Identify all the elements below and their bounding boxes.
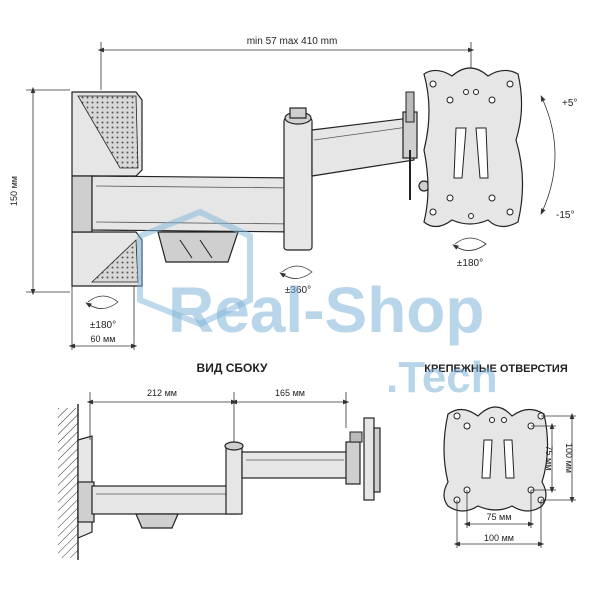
holes-hole (453, 412, 461, 420)
side-view: 212 мм 165 мм (58, 388, 381, 560)
vesa-hole (429, 208, 437, 216)
tilt-arrow (540, 95, 556, 215)
wall-spine (71, 175, 93, 233)
vesa-hole (488, 194, 496, 202)
vesa-hole (488, 96, 496, 104)
tilt-down-label: -15° (556, 210, 574, 221)
vesa100v-label: 100 мм (564, 443, 574, 473)
wall-swivel-label: ±180° (90, 320, 116, 331)
vesa-hole (506, 208, 514, 216)
vesa-slot (453, 127, 467, 179)
vesa-hole (429, 80, 437, 88)
arm-underside-ribs (179, 239, 213, 259)
vesa-hole (446, 194, 454, 202)
tilt-up-label: +5° (562, 98, 577, 109)
vesa75h-label: 75 мм (487, 512, 512, 522)
height-label: 150 мм (9, 176, 19, 206)
holes-hole (501, 417, 507, 423)
wall-plate-upper-texture (77, 95, 139, 169)
vesa-hole (468, 213, 474, 219)
holes-slot (503, 439, 515, 479)
depth-label: 60 мм (91, 334, 116, 344)
side-vesa-plate (363, 417, 375, 501)
holes-vesa-plate (443, 406, 549, 512)
vesa-hole (506, 80, 514, 88)
vesa-slot (475, 127, 489, 179)
watermark-line1: Real-Shop (168, 274, 484, 346)
elbow-cap-body (289, 107, 307, 119)
elbow-swivel-label: ±360° (285, 285, 311, 296)
watermark-logo-icon (137, 208, 253, 328)
holes-title: КРЕПЕЖНЫЕ ОТВЕРСТИЯ (424, 363, 568, 375)
vesa-hole (446, 96, 454, 104)
arm165-label: 165 мм (275, 388, 305, 398)
vesa100h-label: 100 мм (484, 533, 514, 543)
wall-swivel-arrow (85, 295, 119, 309)
side-elbow-cap (224, 441, 244, 451)
mounting-holes-view: 75 мм 100 мм 75 мм 100 мм (443, 406, 576, 548)
head-swivel-arrow (452, 237, 487, 251)
vesa-hole (463, 89, 469, 95)
side-arm-bracket (135, 513, 179, 529)
holes-slot (481, 439, 493, 479)
arm212-label: 212 мм (147, 388, 177, 398)
vesa-hole (473, 89, 479, 95)
side-first-arm (91, 485, 239, 515)
head-swivel-label: ±180° (457, 258, 483, 269)
top-view: min 57 max 410 mm 150 мм (9, 36, 577, 350)
tilt-knob (405, 91, 415, 123)
side-elbow (225, 445, 243, 515)
elbow-joint (283, 117, 313, 251)
vesa-plate (423, 67, 524, 228)
wall-hatch (58, 408, 78, 558)
arm-underside-bracket (157, 231, 239, 263)
side-view-title: ВИД СБОКУ (197, 361, 268, 375)
side-tilt-head (345, 441, 361, 485)
side-vesa-edge (373, 427, 381, 493)
holes-hole (489, 417, 495, 423)
elbow-swivel-arrow (279, 265, 313, 279)
holes-hole (463, 422, 471, 430)
watermark-line2: .Tech (386, 353, 498, 402)
vesa75v-label: 75 мм (544, 446, 554, 471)
side-second-arm (241, 451, 349, 479)
reach-label: min 57 max 410 mm (247, 36, 338, 47)
side-tilt-knob (349, 431, 363, 443)
second-arm (311, 117, 415, 177)
watermark: Real-Shop .Tech (137, 208, 498, 402)
